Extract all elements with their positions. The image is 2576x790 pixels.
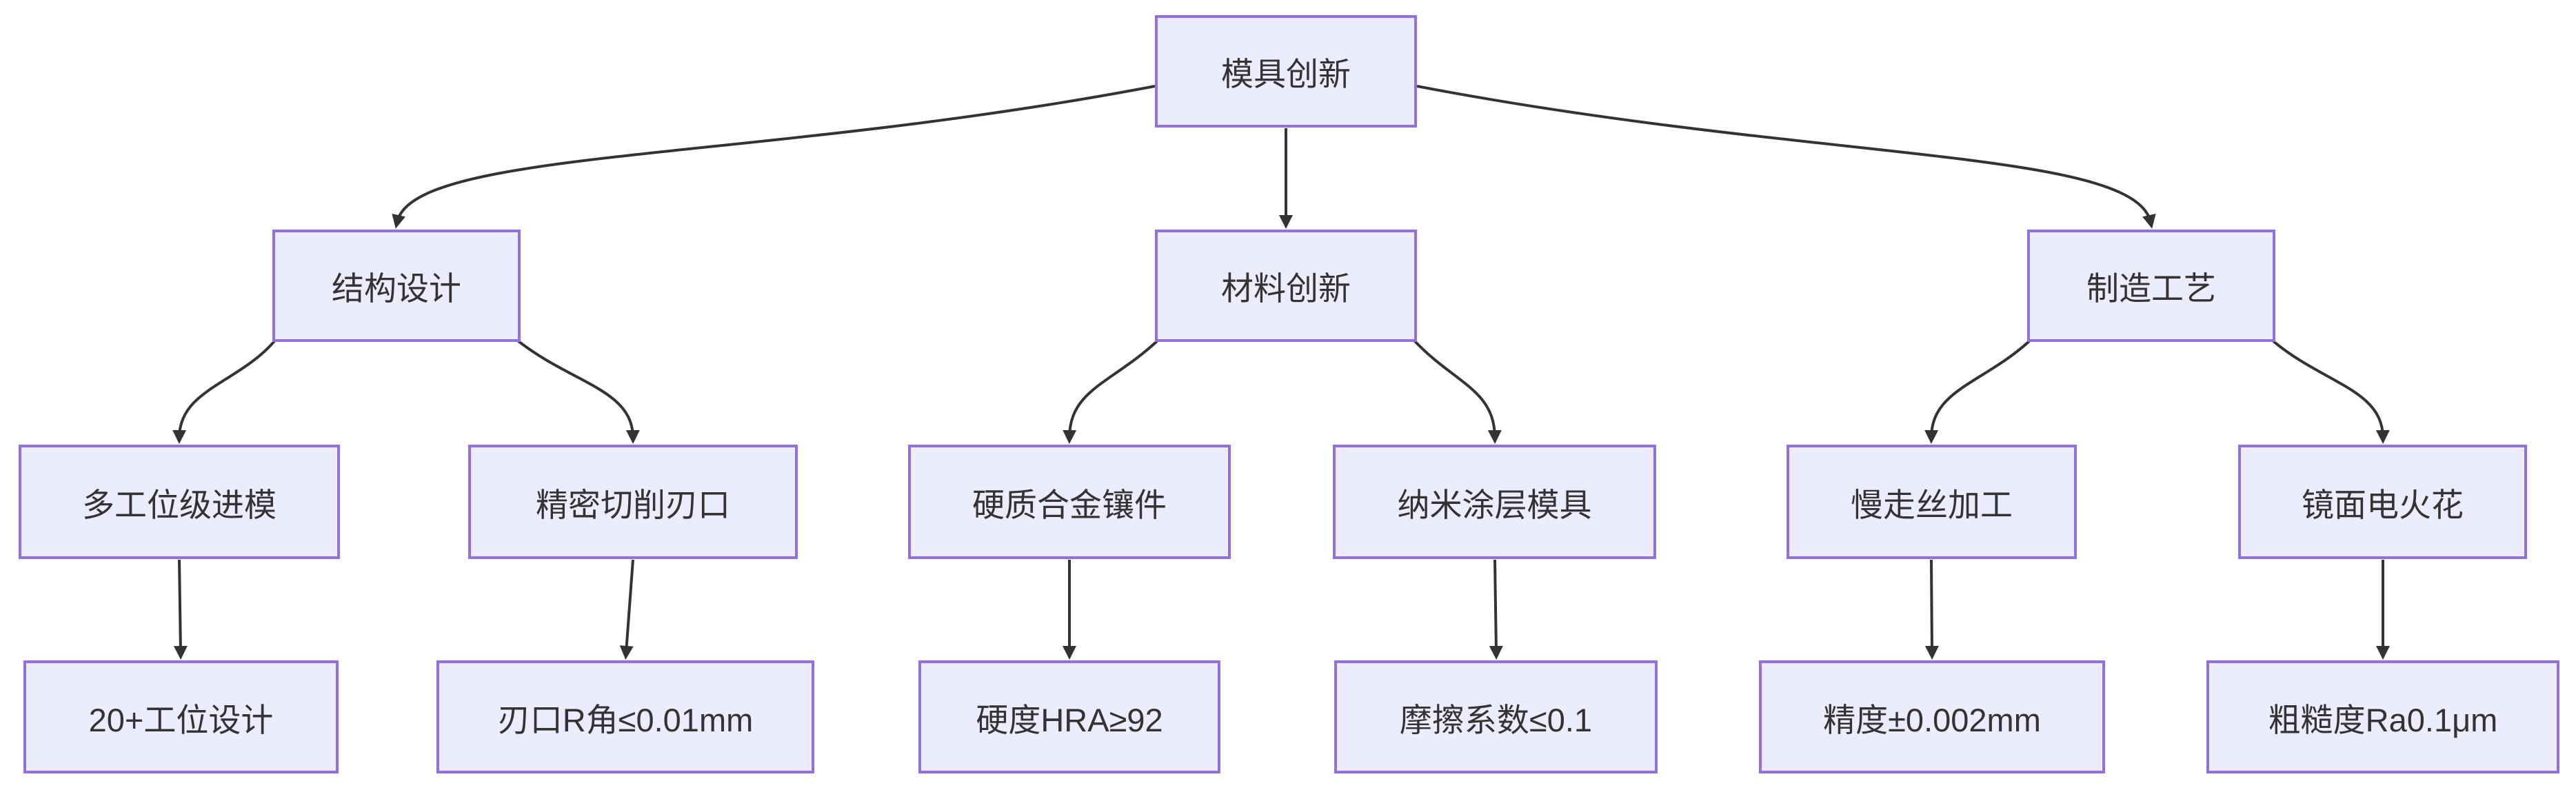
edge-material-nano-coating bbox=[1413, 340, 1502, 444]
node-material: 材料创新 bbox=[1155, 230, 1417, 342]
node-nano-coating: 纳米涂层模具 bbox=[1333, 445, 1656, 559]
node-wire-edm-label: 慢走丝加工 bbox=[1851, 486, 2013, 523]
edge-design-precision-edge bbox=[517, 340, 640, 444]
node-carbide-insert-label: 硬质合金镶件 bbox=[972, 486, 1167, 523]
node-carbide-insert: 硬质合金镶件 bbox=[908, 445, 1231, 559]
node-accuracy: 精度±0.002mm bbox=[1759, 660, 2105, 773]
node-accuracy-label: 精度±0.002mm bbox=[1823, 701, 2041, 738]
node-design: 结构设计 bbox=[272, 230, 521, 342]
node-process-label: 制造工艺 bbox=[2086, 270, 2216, 307]
node-edge-radius: 刃口R角≤0.01mm bbox=[436, 660, 814, 773]
node-edge-radius-label: 刃口R角≤0.01mm bbox=[497, 701, 754, 738]
node-station-design: 20+工位设计 bbox=[23, 660, 339, 773]
edge-precision-edge-edge-radius bbox=[619, 559, 634, 660]
edge-multi-station-station-design bbox=[173, 559, 188, 660]
edge-process-wire-edm bbox=[1924, 340, 2031, 444]
node-root-label: 模具创新 bbox=[1221, 56, 1351, 92]
node-root: 模具创新 bbox=[1155, 15, 1417, 128]
edge-wire-edm-accuracy bbox=[1924, 559, 1939, 660]
node-hardness: 硬度HRA≥92 bbox=[918, 660, 1220, 773]
node-process: 制造工艺 bbox=[2027, 230, 2275, 342]
node-nano-coating-label: 纳米涂层模具 bbox=[1397, 486, 1592, 523]
edge-process-mirror-edm bbox=[2272, 340, 2390, 444]
node-precision-edge-label: 精密切削刃口 bbox=[536, 486, 730, 523]
node-wire-edm: 慢走丝加工 bbox=[1787, 445, 2077, 559]
node-design-label: 结构设计 bbox=[332, 270, 461, 307]
edge-design-multi-station bbox=[172, 340, 276, 444]
edge-nano-coating-friction bbox=[1489, 559, 1503, 660]
node-mirror-edm: 镜面电火花 bbox=[2238, 445, 2527, 559]
node-multi-station-label: 多工位级进模 bbox=[82, 486, 276, 523]
node-mirror-edm-label: 镜面电火花 bbox=[2302, 486, 2464, 523]
node-precision-edge: 精密切削刃口 bbox=[468, 445, 798, 559]
node-hardness-label: 硬度HRA≥92 bbox=[976, 701, 1163, 738]
edge-root-design bbox=[392, 85, 1156, 229]
node-material-label: 材料创新 bbox=[1221, 270, 1351, 307]
node-roughness-label: 粗糙度Ra0.1μm bbox=[2268, 701, 2498, 738]
node-friction: 摩擦系数≤0.1 bbox=[1334, 660, 1658, 773]
edge-material-carbide-insert bbox=[1063, 340, 1158, 444]
node-multi-station: 多工位级进模 bbox=[19, 445, 340, 559]
node-station-design-label: 20+工位设计 bbox=[88, 701, 274, 738]
node-friction-label: 摩擦系数≤0.1 bbox=[1399, 701, 1593, 738]
edge-root-process bbox=[1416, 85, 2156, 229]
node-roughness: 粗糙度Ra0.1μm bbox=[2206, 660, 2559, 773]
